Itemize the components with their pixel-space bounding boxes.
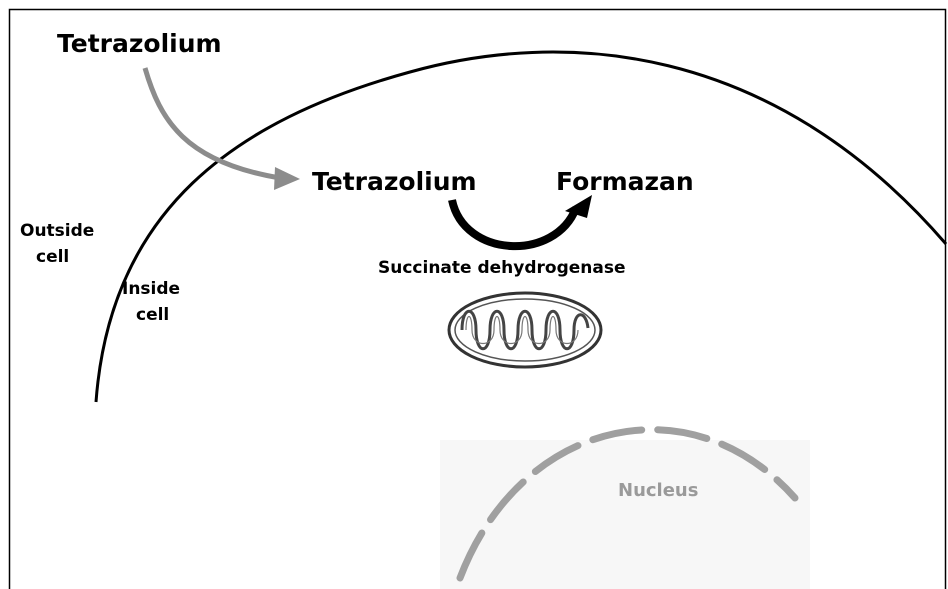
label-tetrazolium-outside: Tetrazolium bbox=[57, 29, 222, 58]
mitochondrion-icon bbox=[449, 293, 601, 367]
label-outside-cell-line1: Outside bbox=[20, 221, 94, 241]
label-outside-cell-line2: cell bbox=[36, 247, 69, 267]
label-tetrazolium-inside: Tetrazolium bbox=[312, 167, 477, 196]
uptake-arrow bbox=[145, 68, 300, 190]
label-inside-cell-line2: cell bbox=[136, 305, 169, 325]
label-inside-cell-line1: Inside bbox=[122, 279, 180, 299]
label-nucleus: Nucleus bbox=[618, 480, 698, 501]
reaction-arrow bbox=[452, 195, 592, 246]
label-enzyme: Succinate dehydrogenase bbox=[378, 258, 626, 278]
label-formazan: Formazan bbox=[556, 167, 694, 196]
